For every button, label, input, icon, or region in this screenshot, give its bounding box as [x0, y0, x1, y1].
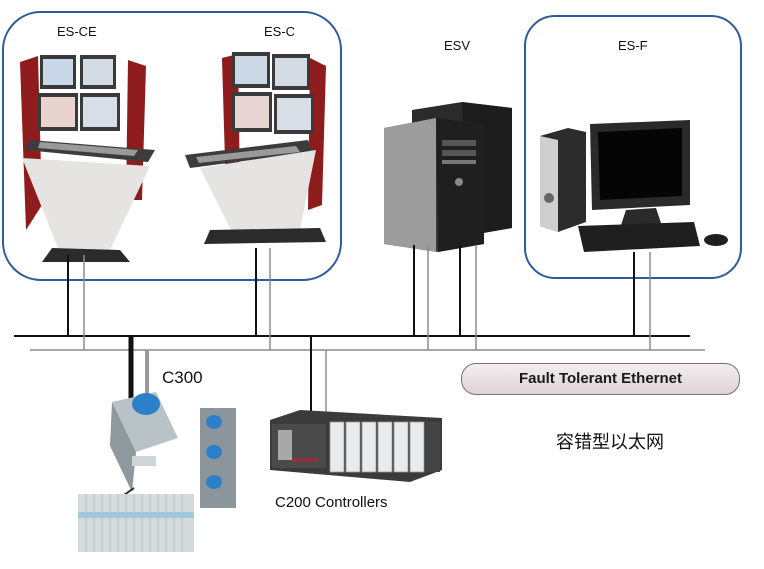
es-c-label: ES-C: [264, 24, 296, 39]
es-ce-label: ES-CE: [57, 24, 97, 39]
desktop-workstation-icon: [540, 120, 728, 252]
tower-server-icon: [384, 102, 512, 252]
operator-console-icon: [185, 52, 326, 244]
operator-console-icon: [20, 55, 155, 262]
c300-controller-icon: [78, 392, 236, 552]
fte-chinese-label: 容错型以太网: [556, 432, 664, 453]
console-group-outline: [2, 11, 342, 281]
c200-controllers-label: C200 Controllers: [275, 494, 388, 511]
c200-rack-icon: [270, 410, 442, 482]
fte-label-pill: Fault Tolerant Ethernet: [461, 363, 740, 395]
esv-label: ESV: [444, 38, 471, 53]
es-f-label: ES-F: [618, 38, 648, 53]
c300-label: C300: [162, 368, 203, 387]
